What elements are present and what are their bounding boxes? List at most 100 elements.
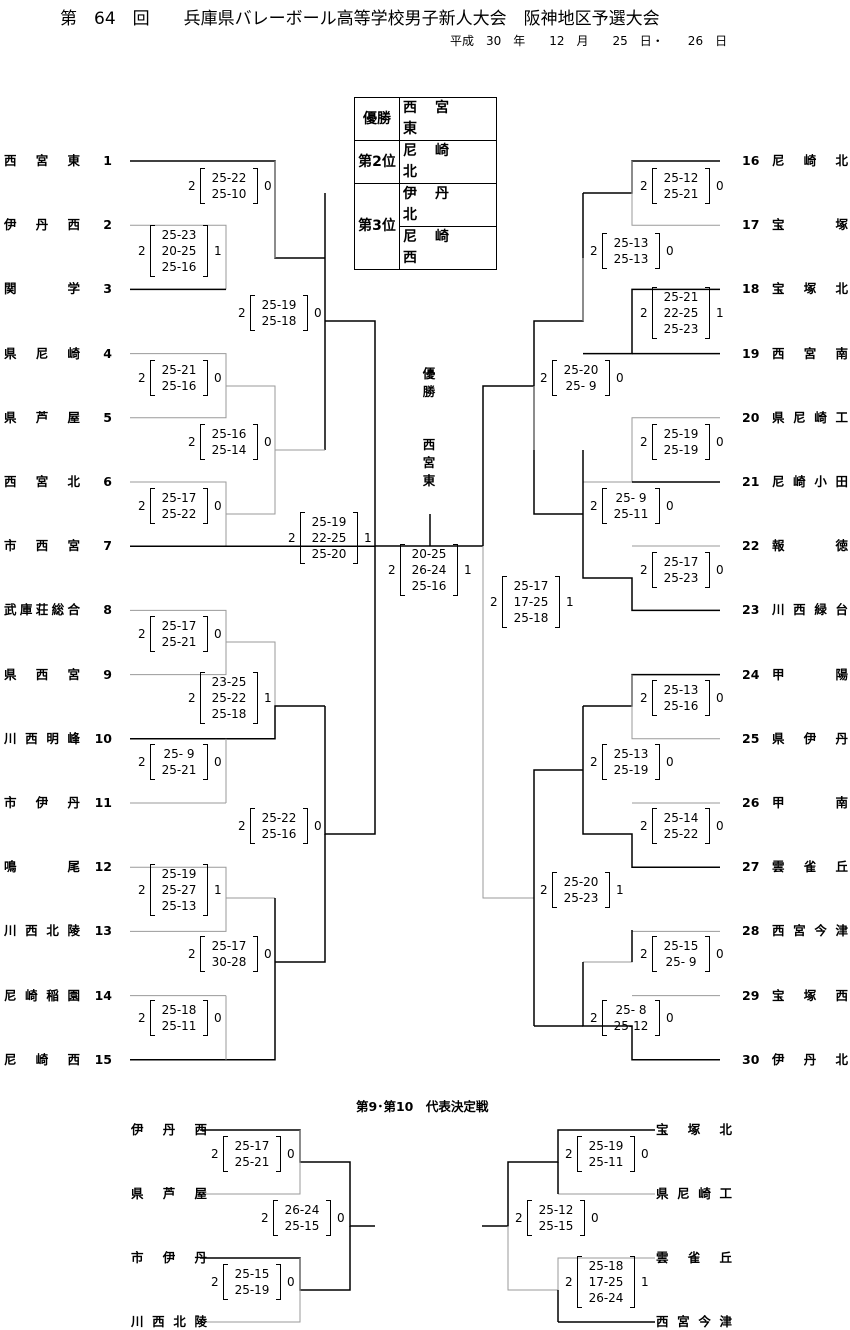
sets-won-right: 1 (364, 531, 372, 545)
sets-won-right: 0 (214, 499, 222, 513)
sets-won-left: 2 (490, 595, 498, 609)
team-name: 川西明峰 (4, 730, 80, 746)
team-name: 宝塚 (772, 217, 848, 233)
team-name: 宝塚北 (772, 281, 848, 297)
sets-won-left: 2 (540, 883, 548, 897)
bracket-line (631, 674, 720, 740)
team-number: 18 (742, 281, 760, 297)
team-number: 25 (742, 730, 760, 746)
set-score: 25-13 (613, 747, 649, 761)
set-score: 25-19 (663, 443, 699, 457)
team-number: 13 (94, 923, 112, 939)
set-score: 25-17 (234, 1139, 270, 1153)
set-scores: 25-17 25-21 (223, 1136, 281, 1172)
team-number: 10 (94, 730, 112, 746)
bracket-line (325, 320, 376, 546)
sets-won-right: 0 (716, 435, 724, 449)
champion-name: 西宮東 (422, 437, 436, 488)
sets-won-right: 0 (287, 1147, 295, 1161)
sets-won-left: 2 (590, 244, 598, 258)
sets-won-left: 2 (238, 819, 246, 833)
set-score: 25-18 (261, 314, 297, 328)
team-name: 尼崎西 (4, 1051, 80, 1067)
set-score: 25-15 (538, 1219, 574, 1233)
sets-won-left: 2 (138, 883, 146, 897)
team-number: 6 (103, 474, 112, 489)
set-score: 25-17 (663, 555, 699, 569)
set-scores: 25-19 25-11 (577, 1136, 635, 1172)
sets-won-right: 0 (591, 1211, 599, 1225)
sets-won-right: 1 (464, 563, 472, 577)
bracket-line (130, 866, 227, 932)
team-name: 市伊丹 (4, 795, 80, 810)
team-number: 9 (103, 666, 112, 682)
team-name: 尼崎稲園 (4, 987, 80, 1003)
team-name: 西宮今津 (656, 1314, 732, 1329)
set-score: 25-16 (411, 579, 447, 593)
set-score: 25-22 (211, 171, 247, 185)
set-score: 25-19 (311, 515, 347, 529)
team-number: 22 (742, 538, 760, 554)
set-score: 25-21 (161, 363, 197, 377)
set-score: 25-17 (211, 939, 247, 953)
set-score: 25- 8 (615, 1003, 647, 1017)
bracket-line (200, 1129, 375, 1227)
sets-won-right: 0 (264, 179, 272, 193)
team-name: 伊丹西 (4, 217, 80, 233)
team-name: 武庫荘総合 (4, 602, 80, 618)
set-score: 26-24 (284, 1203, 320, 1217)
set-score: 25-15 (284, 1219, 320, 1233)
champion-label: 優勝 (422, 366, 436, 399)
team-name: 県尼崎工 (772, 409, 848, 425)
set-score: 25-19 (588, 1139, 624, 1153)
sets-won-right: 0 (716, 563, 724, 577)
team-number: 26 (742, 795, 760, 810)
team-name: 市西宮 (4, 538, 80, 554)
set-score: 25-18 (588, 1259, 624, 1273)
bracket-line (533, 769, 583, 1026)
sets-won-right: 1 (616, 883, 624, 897)
team-number: 7 (103, 538, 112, 554)
set-score: 20-25 (411, 547, 447, 561)
team-name: 川西緑台 (772, 602, 848, 618)
team-number: 3 (103, 281, 112, 297)
team-name: 甲陽 (772, 666, 848, 682)
team-number: 17 (742, 217, 760, 233)
set-score: 25-21 (234, 1155, 270, 1169)
bracket-line (226, 450, 276, 515)
team-number: 2 (103, 217, 112, 233)
team-number: 23 (742, 602, 760, 618)
set-score: 25-18 (211, 707, 247, 721)
sets-won-right: 0 (716, 691, 724, 705)
team-name: 川西北陵 (131, 1314, 207, 1329)
set-score: 25-11 (588, 1155, 624, 1169)
sets-won-left: 2 (640, 819, 648, 833)
set-score: 25-19 (234, 1283, 270, 1297)
sets-won-left: 2 (590, 1011, 598, 1025)
sets-won-left: 2 (211, 1147, 219, 1161)
team-number: 28 (742, 923, 760, 939)
sets-won-right: 0 (314, 819, 322, 833)
set-score: 25- 9 (665, 955, 697, 969)
sets-won-left: 2 (640, 691, 648, 705)
team-number: 21 (742, 474, 760, 489)
sets-won-left: 2 (238, 306, 246, 320)
bracket-line (200, 1258, 301, 1323)
set-score: 25-20 (563, 875, 599, 889)
bracket-line (482, 385, 534, 546)
